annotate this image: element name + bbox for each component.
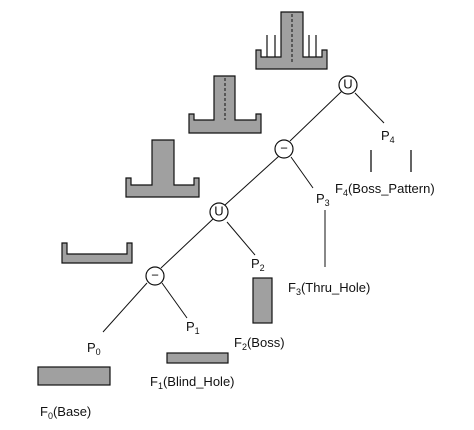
param-label-p0: P0 [87, 340, 101, 357]
result-shape-with-boss [125, 139, 200, 198]
blind-hole-shape [166, 352, 229, 364]
union-operator-node: U [338, 75, 358, 95]
edge-op4-p4 [354, 92, 385, 124]
edge-op3-p3 [290, 156, 314, 189]
edge-op2-op3 [224, 155, 280, 206]
operator-symbol: U [343, 76, 352, 91]
edge-p0-op1 [102, 282, 148, 333]
union-operator-node: U [209, 202, 229, 222]
base-shape [37, 366, 111, 386]
edge-op3-op4 [289, 90, 343, 142]
operator-symbol: − [151, 267, 159, 282]
param-label-p3: P3 [316, 191, 330, 208]
feature-label-blind-hole: F1(Blind_Hole) [150, 374, 235, 391]
edge-op1-op2 [160, 218, 214, 269]
edge-op1-p1 [161, 282, 188, 319]
param-label-p4: P4 [381, 128, 395, 145]
edge-op2-p2 [226, 221, 256, 256]
boss-pattern-shape [370, 150, 412, 172]
result-shape-with-thru-hole [188, 75, 262, 134]
operator-symbol: U [214, 203, 223, 218]
boss-shape [252, 277, 273, 324]
result-shape-base-minus-blind-hole [61, 242, 133, 264]
result-shape-final [255, 11, 328, 70]
feature-label-boss-pattern: F4(Boss_Pattern) [335, 181, 435, 198]
param-label-p2: P2 [251, 256, 265, 273]
operator-symbol: − [280, 140, 288, 155]
difference-operator-node: − [145, 266, 165, 286]
feature-label-boss: F2(Boss) [234, 335, 285, 352]
feature-label-base: F0(Base) [40, 404, 91, 421]
param-label-p1: P1 [186, 319, 200, 336]
feature-label-thru-hole: F3(Thru_Hole) [288, 280, 370, 297]
difference-operator-node: − [274, 139, 294, 159]
